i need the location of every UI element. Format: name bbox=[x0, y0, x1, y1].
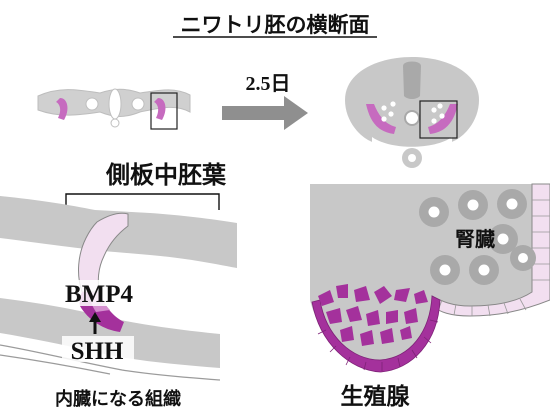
germ-cells bbox=[318, 284, 428, 346]
lateral-plate-zoom: 側板中胚葉 BMP4 SHH 内臓になる組織 bbox=[0, 161, 237, 410]
late-embryo-lower-cutout bbox=[372, 137, 452, 150]
time-arrow: 2.5日 bbox=[222, 73, 308, 130]
kidney-tubules bbox=[419, 189, 536, 285]
kidney-label: 腎臓 bbox=[455, 227, 495, 251]
early-mesoderm-right bbox=[154, 98, 166, 120]
early-neural-tube-dot bbox=[110, 118, 120, 128]
late-neural-tube bbox=[403, 61, 421, 99]
gonad-epithelium bbox=[311, 295, 441, 373]
gonad-label: 生殖腺 bbox=[341, 383, 411, 410]
early-embryo-section bbox=[37, 88, 191, 130]
shh-label: SHH bbox=[71, 338, 124, 365]
time-label: 2.5日 bbox=[246, 73, 291, 95]
late-zoom-box bbox=[419, 100, 458, 139]
kidney-gonad-zoom: 腎臓 生殖腺 bbox=[310, 183, 550, 410]
visceral-outline-2 bbox=[0, 354, 111, 375]
diagram-title: ニワトリ胚の横断面 bbox=[181, 13, 370, 37]
shh-label-bg bbox=[62, 336, 134, 362]
early-mesoderm-left bbox=[56, 98, 68, 120]
lateral-plate-label: 側板中胚葉 bbox=[105, 161, 227, 189]
signal-arrow bbox=[89, 312, 101, 334]
early-notochord bbox=[108, 88, 122, 120]
late-mesoderm-right bbox=[428, 104, 458, 134]
lower-tissue-band bbox=[0, 298, 220, 368]
visceral-outline-1 bbox=[0, 344, 221, 381]
lateral-plate-bracket bbox=[65, 193, 220, 210]
mesoderm-crescent-pale bbox=[78, 212, 129, 293]
bmp4-label-bg bbox=[58, 280, 140, 306]
bmp4-label: BMP4 bbox=[65, 281, 134, 308]
visceral-tissue-label: 内臓になる組織 bbox=[55, 388, 181, 410]
late-notochord bbox=[404, 110, 420, 126]
time-arrow-shape bbox=[222, 96, 308, 130]
late-mesoderm-left bbox=[366, 104, 396, 134]
late-embryo-section bbox=[345, 57, 479, 168]
early-zoom-box bbox=[150, 92, 178, 130]
